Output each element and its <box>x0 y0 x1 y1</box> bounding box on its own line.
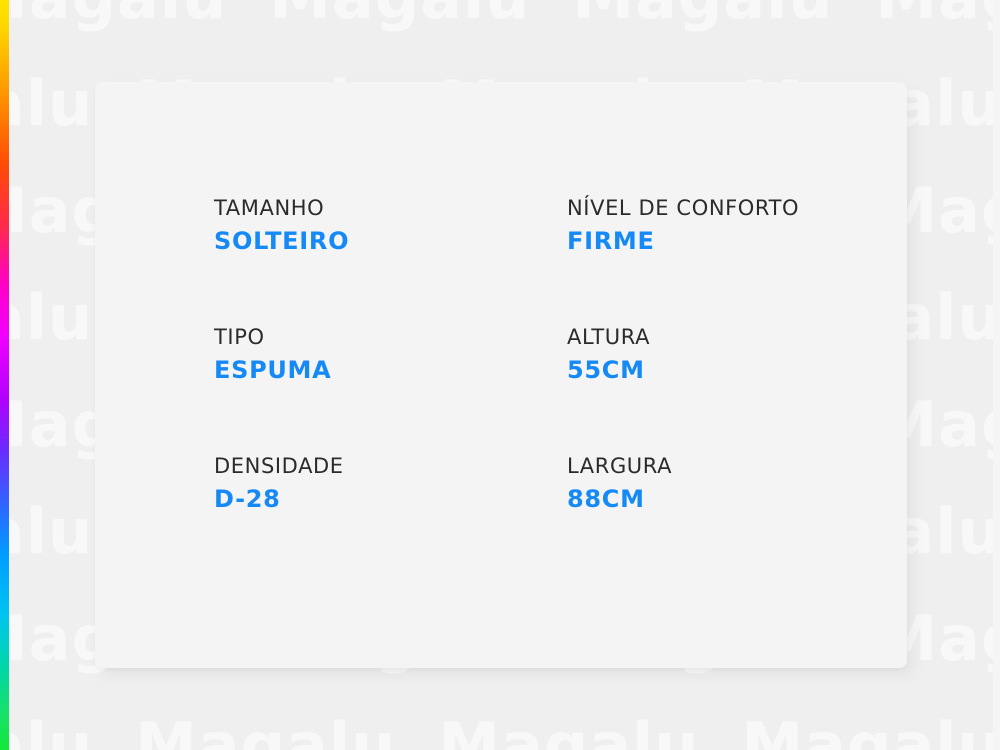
watermark-row: MagaluMagaluMagaluMagaluMagaluMagalu <box>0 715 1000 750</box>
spec-value-tipo: ESPUMA <box>214 355 332 384</box>
watermark-word: Magalu <box>269 0 530 28</box>
spec-label-altura: ALTURA <box>567 325 651 350</box>
specs-grid: TAMANHO SOLTEIRO NÍVEL DE CONFORTO FIRME… <box>214 196 854 513</box>
spec-label-densidade: DENSIDADE <box>214 454 344 479</box>
spec-label-tamanho: TAMANHO <box>214 196 325 220</box>
watermark-word: Magalu <box>0 67 94 140</box>
spec-item-tipo: TIPO ESPUMA <box>214 325 567 384</box>
watermark-word: Magalu <box>135 709 397 750</box>
right-edge-strip <box>993 0 1000 750</box>
watermark-word: Magalu <box>0 281 94 354</box>
watermark-word: Magalu <box>741 709 1000 750</box>
spec-item-altura: ALTURA 55CM <box>567 325 854 384</box>
product-specs-card: TAMANHO SOLTEIRO NÍVEL DE CONFORTO FIRME… <box>95 82 907 668</box>
spec-label-largura: LARGURA <box>567 454 673 479</box>
spec-value-tamanho: SOLTEIRO <box>214 226 350 255</box>
spec-value-largura: 88CM <box>567 484 645 513</box>
spec-label-tipo: TIPO <box>214 325 265 350</box>
spec-item-densidade: DENSIDADE D-28 <box>214 454 567 513</box>
spec-item-largura: LARGURA 88CM <box>567 454 854 513</box>
watermark-word: Magalu <box>572 0 833 28</box>
spec-item-tamanho: TAMANHO SOLTEIRO <box>214 196 567 255</box>
spec-value-altura: 55CM <box>567 355 645 384</box>
spec-item-nivel-de-conforto: NÍVEL DE CONFORTO FIRME <box>567 196 854 255</box>
watermark-row: MagaluMagaluMagaluMagaluMagaluMagalu <box>0 0 1000 28</box>
watermark-word: Magalu <box>0 709 94 750</box>
spec-label-nivel-de-conforto: NÍVEL DE CONFORTO <box>567 196 800 220</box>
watermark-word: Magalu <box>438 709 700 750</box>
spec-value-densidade: D-28 <box>214 484 281 513</box>
watermark-word: Magalu <box>0 495 94 568</box>
rainbow-gradient-bar <box>0 0 9 750</box>
watermark-word: Magalu <box>875 0 1000 28</box>
watermark-word: Magalu <box>0 0 227 28</box>
spec-value-nivel-de-conforto: FIRME <box>567 226 655 255</box>
